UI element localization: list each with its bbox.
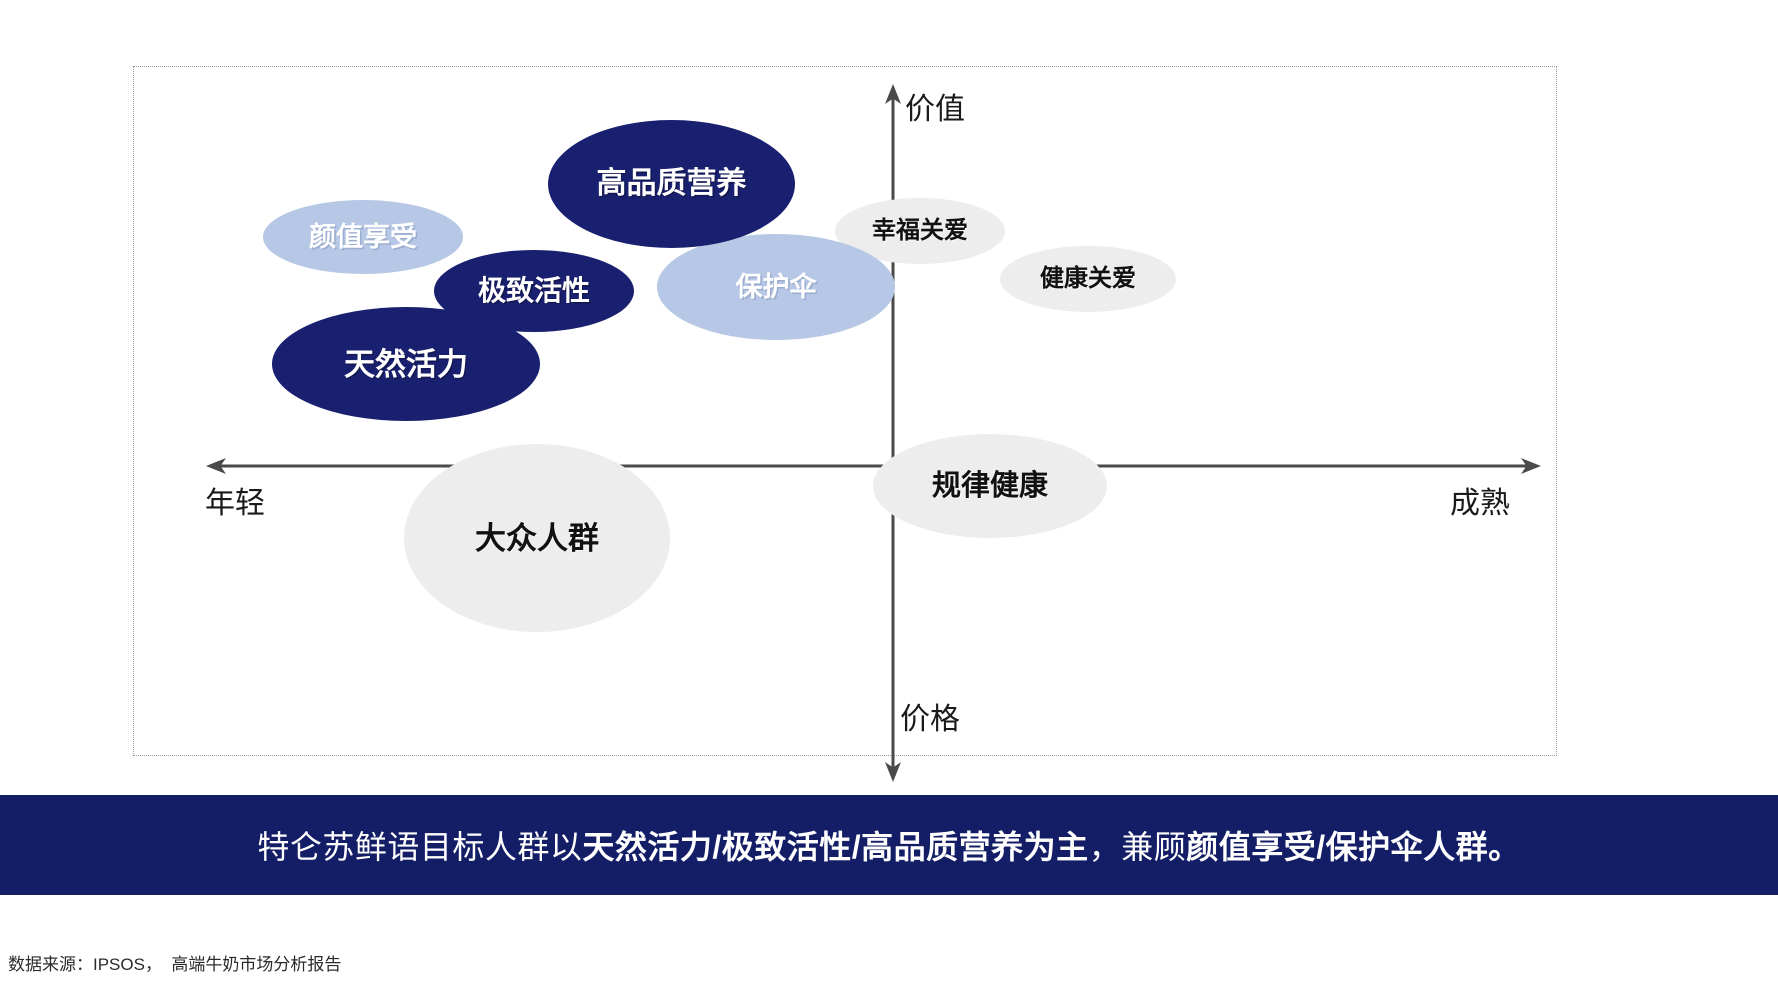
bubble-high-quality-nutrition[interactable]: 高品质营养 — [548, 120, 795, 248]
bubble-natural-vitality[interactable]: 天然活力 — [272, 307, 540, 421]
bubble-regular-health[interactable]: 规律健康 — [873, 434, 1107, 538]
bubble-extreme-vitality[interactable]: 极致活性 — [434, 250, 634, 332]
bubble-label: 天然活力 — [344, 346, 468, 382]
banner-part-4: 颜值享受/保护伞人群。 — [1186, 829, 1521, 865]
bubble-mass-audience[interactable]: 大众人群 — [404, 444, 670, 632]
axis-label-young: 年轻 — [205, 487, 265, 520]
banner-part-3: ，兼顾 — [1088, 829, 1187, 865]
banner-part-2: 天然活力/极致活性/高品质营养为主 — [582, 829, 1089, 865]
summary-banner: 特仑苏鲜语目标人群以天然活力/极致活性/高品质营养为主，兼顾颜值享受/保护伞人群… — [0, 795, 1778, 895]
bubble-label: 规律健康 — [931, 469, 1048, 502]
axis-label-price: 价格 — [900, 703, 960, 736]
bubble-label: 大众人群 — [475, 520, 599, 556]
source-footnote: 数据来源：IPSOS， 高端牛奶市场分析报告 — [8, 955, 342, 974]
summary-banner-text: 特仑苏鲜语目标人群以天然活力/极致活性/高品质营养为主，兼顾颜值享受/保护伞人群… — [257, 822, 1520, 868]
banner-part-1: 特仑苏鲜语目标人群以 — [257, 829, 583, 865]
bubble-health-care[interactable]: 健康关爱 — [1000, 246, 1176, 312]
bubble-label: 高品质营养 — [596, 167, 747, 200]
bubble-umbrella[interactable]: 保护伞 — [657, 234, 895, 340]
bubble-label: 健康关爱 — [1040, 265, 1136, 292]
bubble-label: 颜值享受 — [309, 221, 417, 252]
bubble-appearance-enjoyment[interactable]: 颜值享受 — [263, 200, 463, 274]
bubble-label: 保护伞 — [735, 271, 817, 302]
chart-frame-border — [133, 66, 1557, 756]
bubble-happy-care[interactable]: 幸福关爱 — [835, 198, 1005, 264]
bubble-label: 极致活性 — [477, 275, 590, 306]
axis-label-mature: 成熟 — [1450, 487, 1510, 520]
bubble-label: 幸福关爱 — [872, 217, 968, 244]
axis-label-value: 价值 — [905, 93, 965, 126]
